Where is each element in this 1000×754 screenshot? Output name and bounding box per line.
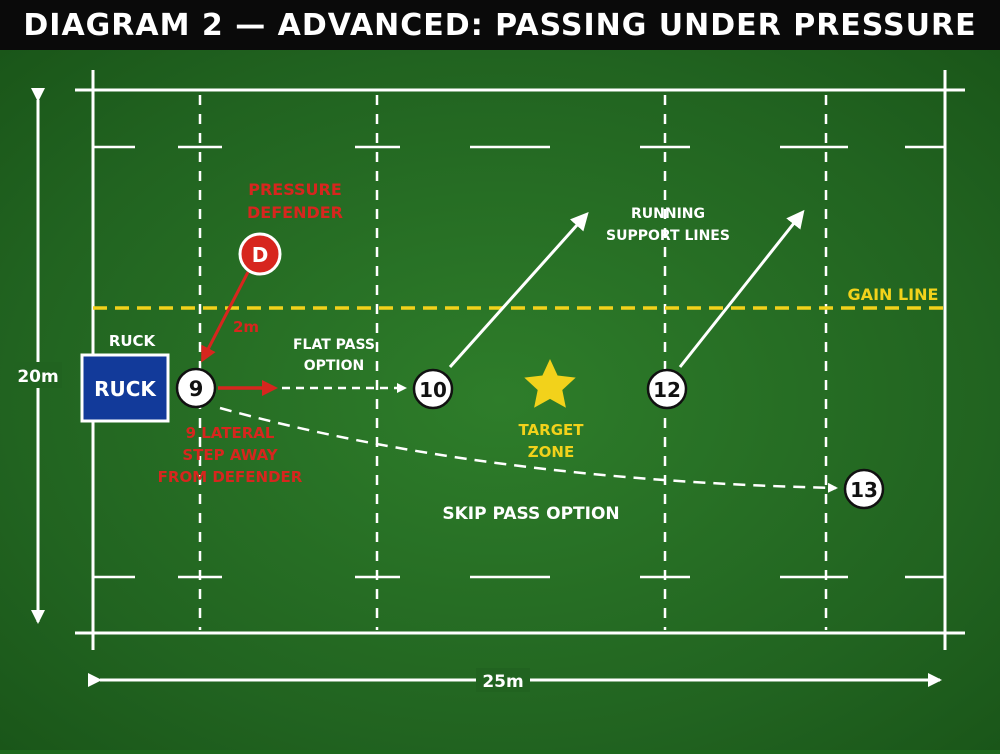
pitch-boundary [75,70,965,650]
defender-marker [238,232,282,276]
hash-marks [93,145,945,579]
defender-distance-label: 2m [233,318,259,336]
player-9: 9 [175,367,217,409]
pitch: GAIN LINE 20m 25m RUCK RUCK PRESSURE DEF… [0,50,1000,750]
player-13: 13 [843,468,885,510]
skip-pass-label: SKIP PASS OPTION [442,504,619,524]
height-label-bg [14,362,62,388]
player-10: 10 [412,368,454,410]
flat-pass-label-line1: FLAT PASS [293,337,375,353]
target-zone-label-line2: ZONE [528,443,574,461]
target-zone-label-line1: TARGET [518,421,584,439]
player-12-number: 12 [653,378,681,402]
width-dimension-label: 25m [482,672,523,692]
flat-pass-label-line2: OPTION [304,358,365,374]
defender-label-line2: DEFENDER [247,203,343,222]
width-label-bg [476,668,530,692]
defender-pressure-arrow [201,271,250,363]
player-12: 12 [646,368,688,410]
defender-label-line1: PRESSURE [248,180,342,199]
player-13-number: 13 [850,478,878,502]
player-9-number: 9 [189,377,204,401]
skip-pass-line [219,406,838,493]
running-label-line1: RUNNING [631,206,705,222]
support-line-12 [678,209,805,368]
ruck-box-text: RUCK [94,377,157,401]
title-bar: DIAGRAM 2 — ADVANCED: PASSING UNDER PRES… [0,0,1000,50]
player-10-number: 10 [419,378,447,402]
pitch-diagram: GAIN LINE 20m 25m RUCK RUCK PRESSURE DEF… [14,70,965,692]
lateral-label-line1: 9 LATERAL [186,424,275,442]
height-dimension-label: 20m [17,367,58,387]
lateral-label-line2: STEP AWAY [182,446,278,464]
gain-line-label: GAIN LINE [848,285,939,304]
target-star-icon [524,359,576,408]
ruck-box [80,353,170,423]
running-label-line2: SUPPORT LINES [606,228,730,244]
lateral-label-line3: FROM DEFENDER [158,468,303,486]
defender-marker-text: D [252,243,269,267]
diagram-title: DIAGRAM 2 — ADVANCED: PASSING UNDER PRES… [23,7,977,43]
dashed-field-lines [198,95,828,630]
support-line-10 [448,212,589,369]
ruck-label: RUCK [109,332,157,350]
